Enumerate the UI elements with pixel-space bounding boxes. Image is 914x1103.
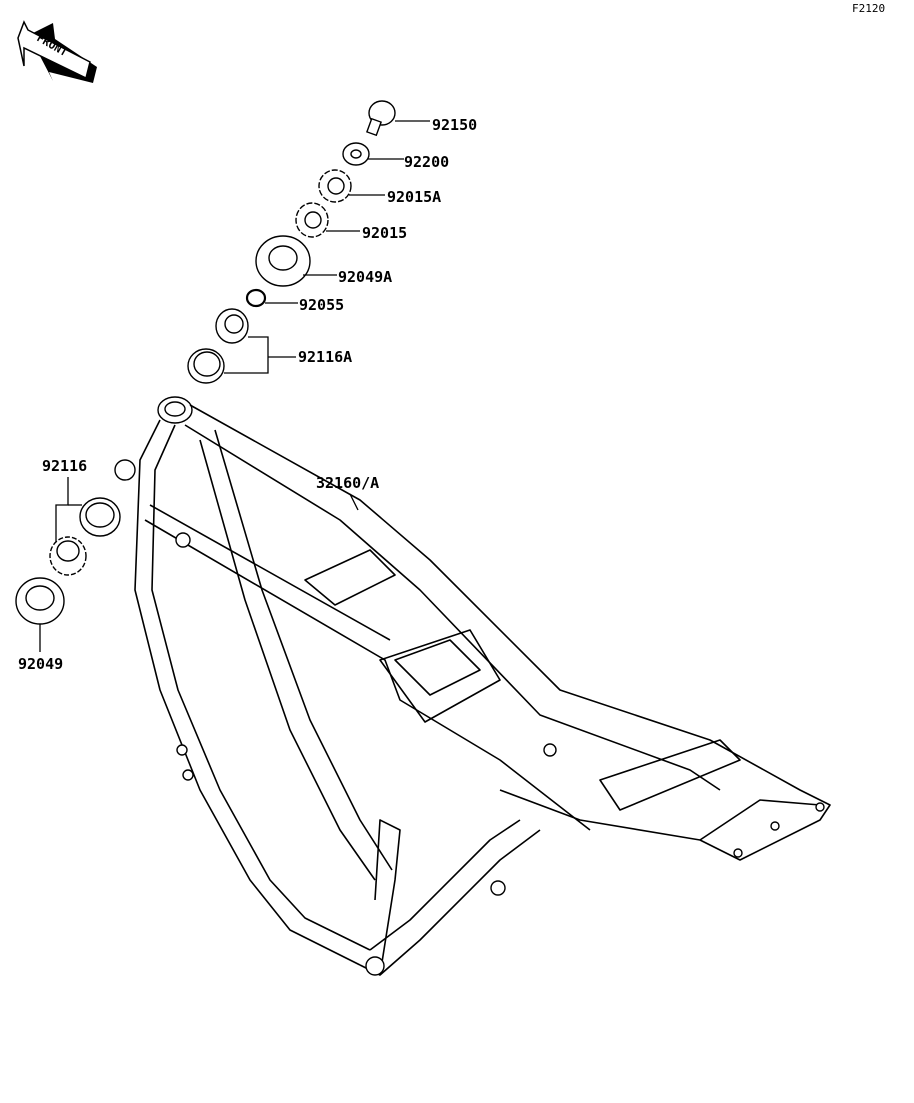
part-92200[interactable]: 92200 xyxy=(342,142,449,171)
label-92049[interactable]: 92049 xyxy=(18,655,63,673)
label-92116A[interactable]: 92116A xyxy=(298,348,352,366)
label-92015A[interactable]: 92015A xyxy=(387,188,441,206)
part-92015[interactable]: 92015 xyxy=(295,202,407,242)
part-92049A[interactable]: 92049A xyxy=(255,235,392,287)
label-92150[interactable]: 92150 xyxy=(432,116,477,134)
label-92055[interactable]: 92055 xyxy=(299,296,344,314)
part-92116A[interactable]: 92116A xyxy=(187,308,352,384)
front-arrow-icon: FRONT xyxy=(17,20,97,83)
part-92015A[interactable]: 92015A xyxy=(318,169,441,206)
part-92150[interactable]: 92150 xyxy=(366,100,477,137)
part-92055[interactable]: 92055 xyxy=(245,288,344,314)
part-92116[interactable]: 92116 xyxy=(42,457,121,576)
part-32160A-frame[interactable]: 32160/A xyxy=(114,396,831,976)
label-92049A[interactable]: 92049A xyxy=(338,268,392,286)
label-92200[interactable]: 92200 xyxy=(404,153,449,171)
label-92015[interactable]: 92015 xyxy=(362,224,407,242)
label-32160A[interactable]: 32160/A xyxy=(316,474,379,492)
diagram-code: F2120 xyxy=(852,2,885,15)
part-92049[interactable]: 92049 xyxy=(15,577,65,673)
label-92116[interactable]: 92116 xyxy=(42,457,87,475)
